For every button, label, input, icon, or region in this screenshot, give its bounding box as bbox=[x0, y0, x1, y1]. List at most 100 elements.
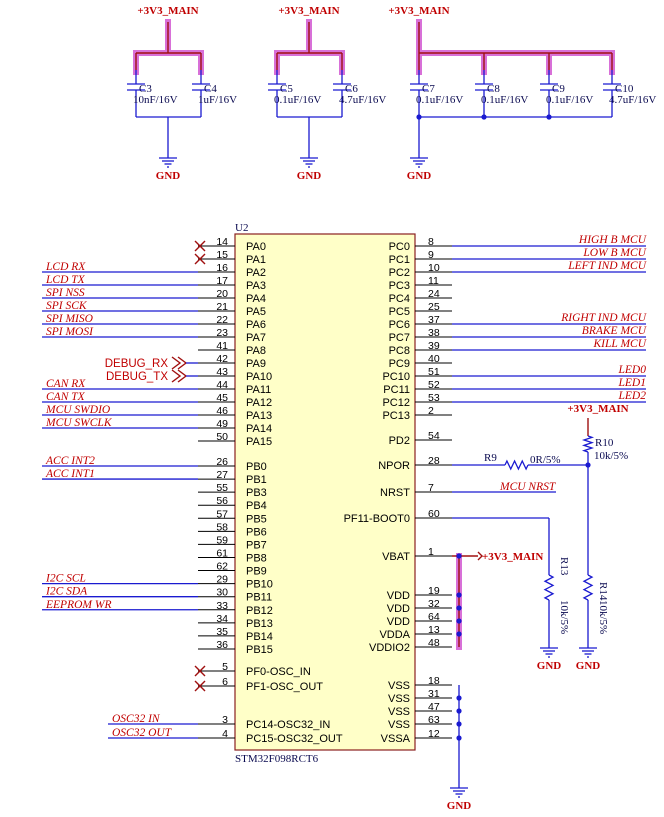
pin-name: VDDA bbox=[379, 629, 410, 641]
junction-dot bbox=[416, 114, 422, 120]
pin-number: 18 bbox=[428, 675, 440, 687]
power-highlight bbox=[165, 50, 204, 75]
pin-number: 52 bbox=[428, 379, 440, 391]
pin-name: VSS bbox=[388, 706, 410, 718]
no-connect-mark bbox=[194, 253, 206, 265]
pin-name: VSS bbox=[388, 680, 410, 692]
pin-name: PC14-OSC32_IN bbox=[246, 719, 330, 731]
capacitor-value: 0.1uF/16V bbox=[546, 94, 593, 106]
pin-name: PA11 bbox=[246, 384, 271, 396]
net-label: LCD RX bbox=[45, 261, 86, 273]
net-label: MCU NRST bbox=[499, 481, 557, 493]
port-arrow bbox=[171, 369, 182, 383]
pin-name: PA0 bbox=[246, 241, 266, 253]
pin-number: 24 bbox=[428, 288, 440, 300]
capacitor-ref: C3 bbox=[139, 83, 152, 95]
gnd-label: GND bbox=[537, 660, 562, 672]
net-label: LED2 bbox=[618, 390, 647, 402]
resistor-ref: R14 bbox=[597, 582, 609, 601]
resistor-r14 bbox=[582, 574, 594, 601]
power-label: +3V3_MAIN bbox=[482, 551, 543, 563]
net-label: ACC INT1 bbox=[45, 468, 95, 480]
resistor-ref: R10 bbox=[595, 437, 614, 449]
pin-number: 54 bbox=[428, 430, 440, 442]
capacitor-value: 0.1uF/16V bbox=[416, 94, 463, 106]
pin-name: PB10 bbox=[246, 579, 273, 591]
pin-name: PC6 bbox=[389, 319, 410, 331]
power-label: +3V3_MAIN bbox=[388, 5, 449, 17]
pin-name: PB12 bbox=[246, 605, 273, 617]
pin-name: PC0 bbox=[389, 241, 410, 253]
pin-number: 13 bbox=[428, 624, 440, 636]
pin-name: VSS bbox=[388, 693, 410, 705]
pin-number: 23 bbox=[216, 327, 228, 339]
pin-name: PF0-OSC_IN bbox=[246, 666, 311, 678]
pin-name: PF1-OSC_OUT bbox=[246, 681, 323, 693]
resistor-r10 bbox=[581, 435, 595, 453]
pin-name: PB1 bbox=[246, 474, 267, 486]
no-connect-mark bbox=[194, 680, 206, 692]
capacitor-ref: C6 bbox=[345, 83, 358, 95]
junction-dot bbox=[456, 721, 462, 727]
capacitor-value: 4.7uF/16V bbox=[339, 94, 386, 106]
pin-name: PA1 bbox=[246, 254, 266, 266]
net-label: ACC INT2 bbox=[45, 455, 95, 467]
gnd-label: GND bbox=[576, 660, 601, 672]
pin-number: 12 bbox=[428, 728, 440, 740]
pin-number: 34 bbox=[216, 613, 228, 625]
net-label: SPI MOSI bbox=[46, 326, 94, 338]
pin-number: 10 bbox=[428, 262, 440, 274]
pin-name: PB4 bbox=[246, 500, 267, 512]
pin-name: PD2 bbox=[389, 435, 410, 447]
pin-number: 19 bbox=[428, 585, 440, 597]
pin-name: PB15 bbox=[246, 644, 273, 656]
power-highlight bbox=[133, 19, 171, 75]
pin-name: PC2 bbox=[389, 267, 410, 279]
net-label: BRAKE MCU bbox=[582, 325, 647, 337]
gnd-label: GND bbox=[407, 170, 432, 182]
pin-name: PA13 bbox=[246, 410, 272, 422]
net-label: RIGHT IND MCU bbox=[560, 312, 646, 324]
pin-name: PC12 bbox=[382, 397, 410, 409]
resistor-r13 bbox=[543, 574, 555, 601]
pin-name: PB14 bbox=[246, 631, 273, 643]
gnd-label: GND bbox=[447, 800, 472, 812]
pin-number: 8 bbox=[428, 236, 434, 248]
ic-part-number: STM32F098RCT6 bbox=[235, 753, 319, 765]
pin-number: 58 bbox=[216, 521, 228, 533]
junction-dot bbox=[456, 605, 462, 611]
no-connect-mark bbox=[194, 240, 206, 252]
pin-name: PB0 bbox=[246, 461, 267, 473]
pin-name: PC15-OSC32_OUT bbox=[246, 733, 343, 745]
pin-name: PA7 bbox=[246, 332, 266, 344]
pin-number: 9 bbox=[428, 249, 434, 261]
pin-name: PC5 bbox=[389, 306, 410, 318]
pin-number: 27 bbox=[216, 469, 228, 481]
pin-number: 30 bbox=[216, 587, 228, 599]
net-label: SPI NSS bbox=[46, 287, 85, 299]
resistor-ref: R13 bbox=[558, 557, 570, 576]
pin-number: 63 bbox=[428, 714, 440, 726]
pin-number: 14 bbox=[216, 236, 228, 248]
pin-name: VDDIO2 bbox=[369, 642, 410, 654]
pin-name: PA2 bbox=[246, 267, 266, 279]
pin-name: NPOR bbox=[378, 460, 410, 472]
pin-number: 26 bbox=[216, 456, 228, 468]
capacitor-ref: C8 bbox=[487, 83, 500, 95]
net-label: OSC32 IN bbox=[112, 713, 161, 725]
pin-number: 36 bbox=[216, 639, 228, 651]
pin-number: 37 bbox=[428, 314, 440, 326]
capacitor-value: 0.1uF/16V bbox=[274, 94, 321, 106]
pin-name: PB9 bbox=[246, 566, 267, 578]
pin-number: 7 bbox=[428, 482, 434, 494]
junction-dot bbox=[456, 592, 462, 598]
pin-number: 6 bbox=[222, 676, 228, 688]
pin-number: 55 bbox=[216, 482, 228, 494]
pin-number: 35 bbox=[216, 626, 228, 638]
capacitor-ref: C4 bbox=[204, 83, 217, 95]
pin-name: PB6 bbox=[246, 526, 267, 538]
junction-dot bbox=[456, 735, 462, 741]
pin-name: PC4 bbox=[389, 293, 410, 305]
